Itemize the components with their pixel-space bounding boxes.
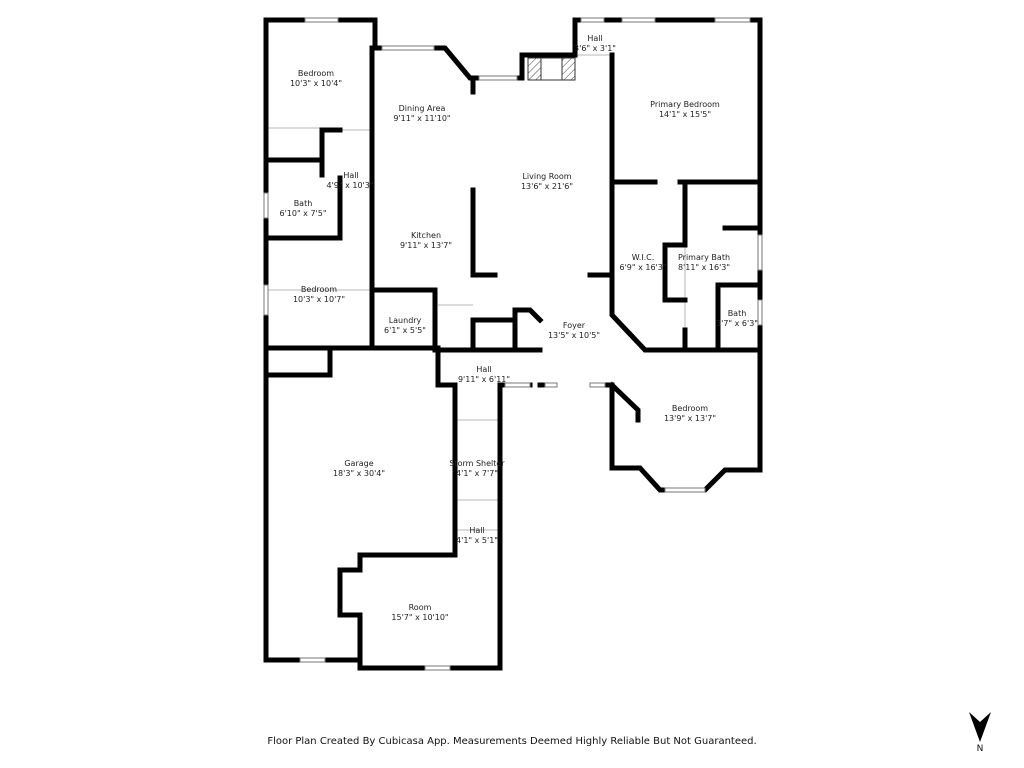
room-name: Hall (587, 34, 602, 43)
room-name: Room (409, 603, 432, 612)
room-size: 6'1" x 5'5" (384, 326, 426, 335)
interior-thin-walls (265, 54, 720, 660)
room-name: Bedroom (298, 69, 334, 78)
room-size: 9'11" x 6'11" (458, 375, 510, 384)
room-name: Bath (728, 309, 747, 318)
room-name: Garage (344, 459, 373, 468)
room-size: 13'5" x 10'5" (548, 331, 600, 340)
room-size: 10'3" x 10'7" (293, 295, 345, 304)
room-name: Dining Area (399, 104, 446, 113)
room-labels: Bedroom 10'3" x 10'4" Dining Area 9'11" … (279, 34, 757, 622)
room-name: Hall (476, 365, 491, 374)
room-size: 4'1" x 5'1" (456, 536, 498, 545)
room-size: 15'7" x 10'10" (391, 613, 448, 622)
room-name: Bedroom (672, 404, 708, 413)
room-size: 14'1" x 15'5" (659, 110, 711, 119)
room-name: Hall (469, 526, 484, 535)
room-size: 6'9" x 16'3" (619, 263, 666, 272)
room-name: Bath (294, 199, 313, 208)
north-label: N (976, 744, 984, 754)
room-size: 9'11" x 11'10" (393, 114, 450, 123)
walls (263, 17, 763, 671)
room-name: Foyer (563, 321, 586, 330)
room-size: 6'10" x 7'5" (279, 209, 326, 218)
room-name: W.I.C. (632, 253, 655, 262)
room-size: 3'6" x 3'1" (574, 44, 616, 53)
room-size: 13'9" x 13'7" (664, 414, 716, 423)
room-size: 4'9" x 10'3" (326, 181, 373, 190)
room-name: Kitchen (411, 231, 441, 240)
fireplace (527, 57, 576, 81)
room-name: Primary Bath (678, 253, 730, 262)
room-size: 10'3" x 10'4" (290, 79, 342, 88)
disclaimer-footer: Floor Plan Created By Cubicasa App. Meas… (267, 736, 757, 747)
room-size: 18'3" x 30'4" (333, 469, 385, 478)
windows (263, 17, 763, 671)
room-name: Hall (343, 171, 358, 180)
room-size: 13'6" x 21'6" (521, 182, 573, 191)
room-size: 9'11" x 13'7" (400, 241, 452, 250)
room-name: Laundry (389, 316, 422, 325)
room-size: 3'7" x 6'3" (716, 319, 758, 328)
north-arrow-icon (969, 712, 991, 742)
room-name: Bedroom (301, 285, 337, 294)
room-size: 8'11" x 16'3" (678, 263, 730, 272)
room-name: Living Room (522, 172, 571, 181)
room-name: Primary Bedroom (650, 100, 720, 109)
room-name: Storm Shelter (449, 459, 505, 468)
room-size: 4'1" x 7'7" (456, 469, 498, 478)
